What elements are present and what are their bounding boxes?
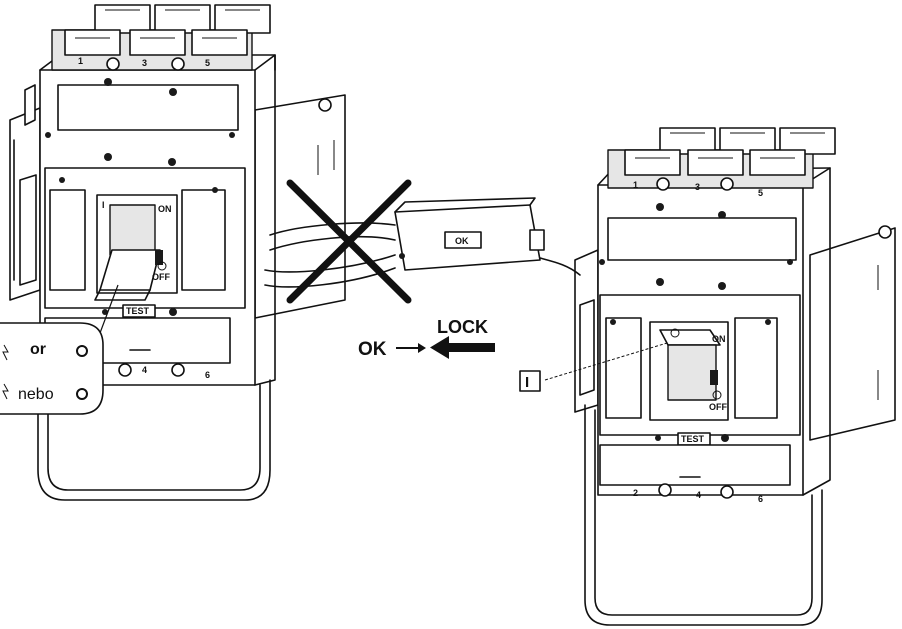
right-terminal-boxes [624,127,836,176]
test-label: TEST [126,306,150,316]
terminal-label: 5 [205,58,210,68]
x-cross-icon [286,179,412,304]
terminal-label: 6 [205,370,210,380]
nebo-label: nebo [18,386,54,403]
position-i-callout: I [519,342,668,392]
terminal-label: 3 [695,182,700,192]
ok-label: OK [358,339,387,360]
or-label: or [30,341,46,358]
terminal-label: 1 [633,180,638,190]
ok-lock-indicator: OK LOCK [358,317,495,360]
terminal-label: 4 [142,365,147,375]
right-breaker: 1 3 5 ON OFF TEST 2 4 6 [539,127,896,626]
off-label: OFF [709,402,727,412]
key-lock-module: OK [394,197,545,271]
arrow-left-icon [430,336,495,359]
left-terminal-boxes [64,4,271,56]
left-breaker: 1 3 5 ON OFF I TEST 4 [9,4,396,501]
on-label: ON [712,334,726,344]
lock-label: LOCK [437,317,488,337]
terminal-label: 3 [142,58,147,68]
terminal-label: 1 [78,56,83,66]
or-nebo-callout: or nebo [0,284,119,415]
terminal-label: 6 [758,494,763,504]
off-label: OFF [152,272,170,282]
terminal-label: 4 [696,490,701,500]
terminal-label: 5 [758,188,763,198]
on-label: ON [158,204,172,214]
mark-i: I [102,200,105,210]
test-label: TEST [681,434,705,444]
arrow-right-icon [396,343,426,353]
position-i-label: I [525,374,529,391]
ok-tag-label: OK [455,236,469,246]
terminal-label: 2 [633,488,638,498]
